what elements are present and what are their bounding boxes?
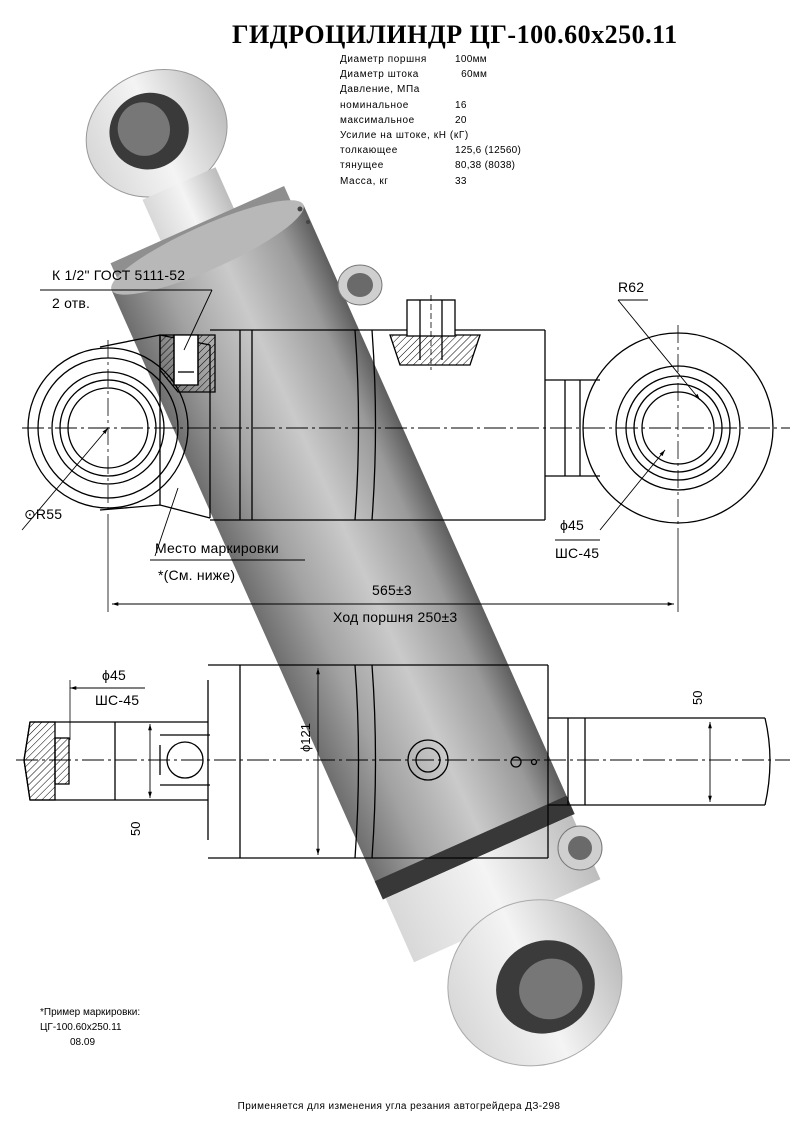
marking-example-title: *Пример маркировки:: [40, 1007, 141, 1018]
length-dimension: 565±3: [372, 582, 412, 598]
holes-callout: 2 отв.: [52, 295, 91, 311]
marking-example-code: ЦГ-100.60х250.11: [40, 1022, 122, 1033]
spec-row: номинальное 16: [340, 98, 521, 113]
spec-row: максимальное 20: [340, 113, 521, 128]
spec-value: 20: [455, 114, 467, 126]
spec-value: 125,6 (12560): [455, 145, 522, 157]
spec-label: максимальное: [340, 114, 415, 126]
spec-label: номинальное: [340, 99, 409, 111]
stroke-dimension: Ход поршня 250±3: [333, 609, 458, 625]
spec-label: Диаметр штока: [340, 69, 419, 81]
spec-row: Диаметр штока 60мм: [340, 67, 521, 82]
spec-label: толкающее: [340, 145, 398, 157]
spec-row: Давление, МПа: [340, 82, 521, 97]
width-right-dimension: 50: [690, 690, 705, 705]
thread-callout: К 1/2" ГОСТ 5111-52: [52, 267, 186, 283]
cylinder-dia-dimension: ϕ121: [298, 723, 313, 752]
width-left-dimension: 50: [128, 821, 143, 836]
marking-place-callout: Место маркировки: [155, 540, 279, 556]
radius-right-callout: R62: [618, 279, 645, 295]
spec-label: Диаметр поршня: [340, 54, 427, 65]
cylinder-3d-render: [85, 68, 623, 1067]
spec-label: Масса, кг: [340, 175, 389, 187]
spec-table: Диаметр поршня 100мм Диаметр штока 60мм Д…: [340, 52, 521, 189]
spec-value: 100мм: [455, 54, 487, 65]
spec-row: Усилие на штоке, кН (кГ): [340, 128, 521, 143]
spec-label: тянущее: [340, 160, 384, 172]
bearing-left-callout: ШС-45: [95, 692, 140, 708]
top-view-drawing: [21, 289, 790, 612]
spec-label: Давление, МПа: [340, 84, 420, 96]
marking-example-date: 08.09: [70, 1037, 96, 1048]
spec-value: 80,38 (8038): [455, 160, 516, 172]
spec-row: Диаметр поршня 100мм: [340, 52, 521, 67]
spec-label: Усилие на штоке, кН (кГ): [340, 130, 469, 142]
spec-row: Масса, кг 33: [340, 174, 521, 189]
drawing-title: ГИДРОЦИЛИНДР ЦГ-100.60х250.11: [232, 20, 678, 49]
footer-note: Применяется для изменения угла резания а…: [237, 1101, 561, 1112]
spec-value: 60мм: [455, 69, 488, 81]
pin-dia-left-callout: ϕ45: [102, 667, 127, 683]
spec-value: 33: [455, 175, 467, 187]
spec-value: 16: [455, 99, 467, 111]
bearing-right-callout: ШС-45: [555, 545, 600, 561]
radius-left-callout: ⊙R55: [24, 506, 63, 522]
spec-row: тянущее 80,38 (8038): [340, 158, 521, 173]
pin-dia-right-callout: ϕ45: [560, 517, 585, 533]
side-view-drawing: [16, 664, 790, 859]
marking-example: *Пример маркировки: ЦГ-100.60х250.11 08.…: [40, 1005, 140, 1050]
marking-ref-callout: *(См. ниже): [158, 567, 236, 583]
spec-row: толкающее 125,6 (12560): [340, 143, 521, 158]
